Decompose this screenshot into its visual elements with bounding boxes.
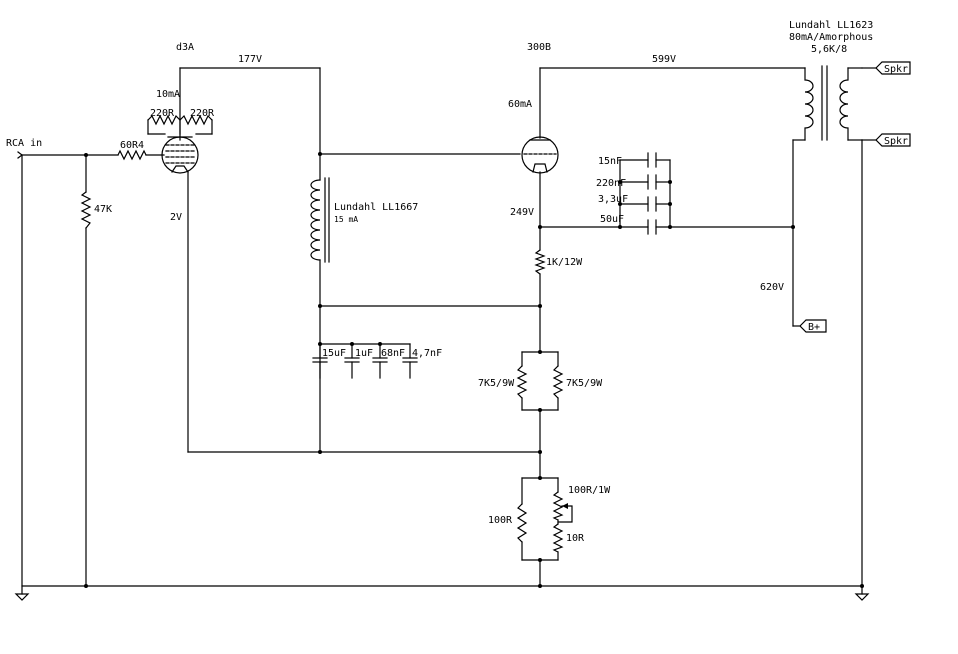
cathode-resistor: [534, 249, 546, 275]
cathode-resistor-label: 1K/12W: [546, 257, 583, 268]
driver-cathode-voltage: 2V: [170, 212, 182, 223]
grid-resistor-label: 60R4: [120, 140, 144, 151]
interstage-transformer: [310, 177, 330, 263]
transformer-line2: 80mA/Amorphous: [789, 32, 873, 43]
ground-right-icon: [854, 593, 870, 601]
grid-leak-resistor: [80, 191, 92, 229]
transformer-line1: Lundahl LL1623: [789, 20, 873, 31]
supply-terminal-label: B+: [808, 322, 820, 333]
wiring: [21, 67, 863, 595]
decoupling-cap-1-label: 15uF: [322, 348, 346, 359]
decoupling-cap-3-label: 68nF: [381, 348, 405, 359]
output-cathode-voltage: 249V: [510, 207, 534, 218]
interstage-name: Lundahl LL1667: [334, 202, 418, 213]
speaker-label-bottom: Spkr: [884, 136, 908, 147]
driver-tube-name: d3A: [176, 42, 194, 53]
fixed-resistor-label: 100R: [488, 515, 513, 526]
bias-resistor-right: [552, 365, 564, 399]
labels: RCA in 60R4 47K d3A 177V 10mA 220R 220R …: [6, 20, 908, 544]
output-transformer: [804, 65, 849, 141]
bypass-cap-3-label: 3,3uF: [598, 194, 628, 205]
grid-leak-label: 47K: [94, 204, 112, 215]
decoupling-cap-4-label: 4,7nF: [412, 348, 442, 359]
d3a-tube: [161, 136, 199, 174]
pot-resistor-label: 100R/1W: [568, 485, 611, 496]
speaker-terminal-top: [875, 61, 911, 75]
speaker-label-top: Spkr: [884, 64, 908, 75]
rca-input-jack: [17, 151, 23, 159]
pot-resistor: [552, 491, 564, 521]
bypass-cap-1-label: 15nF: [598, 156, 622, 167]
interstage-current: 15 mA: [334, 215, 358, 224]
pot-wiper-arrow: [562, 503, 568, 509]
driver-plate-voltage: 177V: [238, 54, 262, 65]
g2-resistor-left: [147, 114, 181, 126]
g2-resistor-right: [179, 114, 213, 126]
input-label: RCA in: [6, 138, 42, 149]
fixed-resistor: [516, 503, 528, 543]
resistors: [80, 114, 568, 553]
bias-resistor-left: [516, 365, 528, 399]
driver-g2-r1-label: 220R: [150, 108, 175, 119]
output-tube-name: 300B: [527, 42, 551, 53]
bias-resistor-right-label: 7K5/9W: [566, 378, 603, 389]
series-resistor: [552, 523, 564, 553]
speaker-terminal-bottom: [875, 133, 911, 147]
output-plate-voltage: 599V: [652, 54, 676, 65]
output-plate-current: 60mA: [508, 99, 532, 110]
transformer-line3: 5,6K/8: [811, 44, 847, 55]
driver-plate-current: 10mA: [156, 89, 180, 100]
capacitors: [312, 152, 657, 363]
grid-resistor: [117, 149, 147, 161]
decoupling-cap-2-label: 1uF: [355, 348, 373, 359]
supply-voltage: 620V: [760, 282, 784, 293]
junction-dots: [84, 152, 864, 588]
ground-left-icon: [14, 593, 30, 601]
300b-tube: [521, 136, 559, 174]
bias-resistor-left-label: 7K5/9W: [478, 378, 515, 389]
series-resistor-label: 10R: [566, 533, 585, 544]
bypass-cap-4-label: 50uF: [600, 214, 624, 225]
driver-g2-r2-label: 220R: [190, 108, 215, 119]
b-plus-terminal: [799, 319, 827, 333]
bypass-cap-2-label: 220nF: [596, 178, 626, 189]
